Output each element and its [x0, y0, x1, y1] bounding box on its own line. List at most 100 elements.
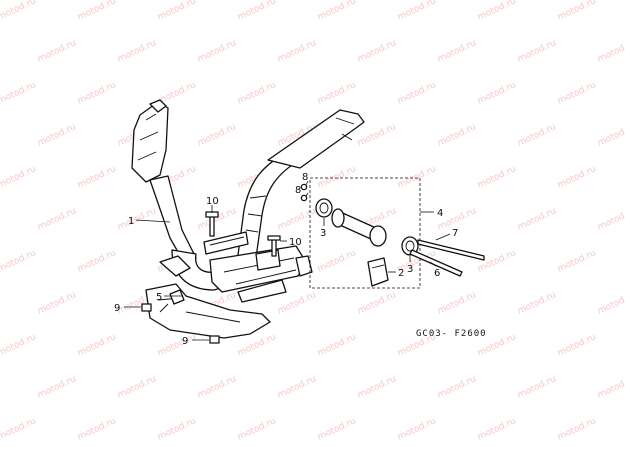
- watermark-text: motod.ru: [556, 416, 598, 443]
- watermark-text: motod.ru: [0, 80, 38, 107]
- watermark-text: motod.ru: [76, 248, 118, 275]
- watermark-text: motod.ru: [156, 0, 198, 23]
- watermark-text: motod.ru: [76, 416, 118, 443]
- frame-body: [131, 99, 365, 303]
- watermark-text: motod.ru: [196, 38, 238, 65]
- watermark-text: motod.ru: [0, 0, 38, 23]
- watermark-text: motod.ru: [276, 290, 318, 317]
- watermark-text: motod.ru: [476, 248, 518, 275]
- pivot-assembly-box: [309, 177, 421, 289]
- watermark-text: motod.ru: [276, 374, 318, 401]
- watermark-text: motod.ru: [156, 416, 198, 443]
- watermark-text: motod.ru: [0, 248, 38, 275]
- watermark-text: motod.ru: [156, 332, 198, 359]
- callout-bracket: 2: [398, 268, 404, 279]
- watermark-text: motod.ru: [116, 206, 158, 233]
- watermark-text: motod.ru: [436, 38, 478, 65]
- watermark-text: motod.ru: [516, 206, 558, 233]
- watermark-text: motod.ru: [316, 80, 358, 107]
- watermark-text: motod.ru: [316, 332, 358, 359]
- bolt-6: [409, 249, 463, 277]
- callout-bolt-mid: 10: [289, 237, 302, 248]
- watermark-text: motod.ru: [396, 80, 438, 107]
- watermark-text: motod.ru: [196, 206, 238, 233]
- watermark-text: motod.ru: [276, 38, 318, 65]
- watermark-text: motod.ru: [36, 290, 78, 317]
- callout-nut-upper: 8: [302, 172, 308, 183]
- watermark-text: motod.ru: [236, 416, 278, 443]
- watermark-text: motod.ru: [436, 122, 478, 149]
- callout-screw-left: 9: [114, 303, 120, 314]
- watermark-text: motod.ru: [76, 332, 118, 359]
- watermark-text: motod.ru: [236, 332, 278, 359]
- watermark-text: motod.ru: [356, 374, 398, 401]
- watermark-text: motod.ru: [116, 374, 158, 401]
- watermark-text: motod.ru: [596, 122, 625, 149]
- nut-upper: [300, 183, 308, 191]
- screw-9-bottom: [209, 335, 220, 344]
- callout-screw-bottom: 9: [182, 336, 188, 347]
- bracket: [367, 257, 389, 287]
- callout-frame: 1: [128, 216, 134, 227]
- bolt-10-top: [209, 215, 215, 237]
- screw-9-left: [141, 303, 152, 312]
- watermark-text: motod.ru: [316, 416, 358, 443]
- watermark-text: motod.ru: [76, 164, 118, 191]
- fasteners: [141, 211, 485, 344]
- watermark-text: motod.ru: [316, 164, 358, 191]
- watermark-text: motod.ru: [516, 122, 558, 149]
- watermark-text: motod.ru: [596, 374, 625, 401]
- watermark-text: motod.ru: [556, 0, 598, 23]
- under-cover: [145, 283, 271, 339]
- watermark-text: motod.ru: [356, 38, 398, 65]
- watermark-text: motod.ru: [36, 206, 78, 233]
- watermark-text: motod.ru: [596, 38, 625, 65]
- watermark-text: motod.ru: [396, 164, 438, 191]
- bushing-upper: [315, 198, 333, 218]
- watermark-text: motod.ru: [76, 0, 118, 23]
- watermark-text: motod.ru: [556, 332, 598, 359]
- watermark-text: motod.ru: [396, 416, 438, 443]
- callout-bushing-upper: 3: [320, 228, 326, 239]
- watermark-text: motod.ru: [356, 290, 398, 317]
- callout-bolt-short: 7: [452, 228, 458, 239]
- bolt-7: [417, 239, 485, 261]
- watermark-text: motod.ru: [316, 0, 358, 23]
- callout-under-cover: 5: [156, 292, 162, 303]
- watermark-text: motod.ru: [36, 38, 78, 65]
- watermark-text: motod.ru: [516, 290, 558, 317]
- watermark-text: motod.ru: [476, 164, 518, 191]
- watermark-text: motod.ru: [516, 38, 558, 65]
- watermark-text: motod.ru: [476, 0, 518, 23]
- callout-bushing-lower: 3: [407, 264, 413, 275]
- watermark-text: motod.ru: [0, 416, 38, 443]
- watermark-text: motod.ru: [436, 290, 478, 317]
- watermark-text: motod.ru: [316, 248, 358, 275]
- watermark-text: motod.ru: [0, 332, 38, 359]
- callout-nut-lower: 8: [295, 185, 301, 196]
- watermark-text: motod.ru: [196, 374, 238, 401]
- watermark-text: motod.ru: [436, 374, 478, 401]
- diagram-code: GC03- F2600: [416, 329, 487, 339]
- callout-bolt-long: 6: [434, 268, 440, 279]
- callout-pivot-assembly: 4: [437, 208, 443, 219]
- watermark-text: motod.ru: [596, 206, 625, 233]
- leader-lines: [124, 180, 451, 341]
- watermark-text: motod.ru: [236, 0, 278, 23]
- watermark-text: motod.ru: [116, 38, 158, 65]
- watermark-text: motod.ru: [196, 122, 238, 149]
- watermark-text: motod.ru: [556, 248, 598, 275]
- watermark-text: motod.ru: [236, 80, 278, 107]
- watermark-layer: motod.ru motod.ru motod.ru motod.ru motod.ru…: [0, 0, 625, 443]
- watermark-text: motod.ru: [356, 122, 398, 149]
- bolt-10-mid: [271, 237, 277, 257]
- watermark-text: motod.ru: [276, 206, 318, 233]
- watermark-text: motod.ru: [76, 80, 118, 107]
- watermark-text: motod.ru: [596, 290, 625, 317]
- watermark-text: motod.ru: [36, 374, 78, 401]
- watermark-text: motod.ru: [476, 80, 518, 107]
- watermark-text: motod.ru: [556, 164, 598, 191]
- nut-lower: [300, 194, 308, 202]
